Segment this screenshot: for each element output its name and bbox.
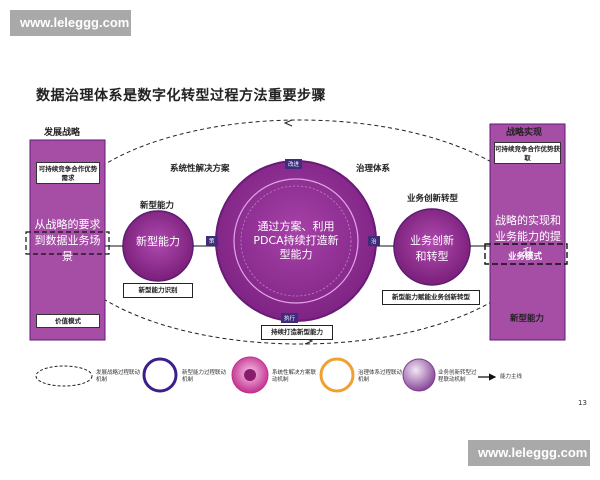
right-circle	[393, 208, 471, 286]
legend-text-2: 系统性解决方案联动机制	[272, 370, 317, 383]
right-panel-bottom-text: 新型能力	[510, 314, 545, 324]
orange-ring-icon	[319, 357, 355, 393]
center-box: 持续打造新型能力	[261, 325, 333, 340]
center-left-heading: 系统性解决方案	[170, 164, 230, 174]
page-title: 数据治理体系是数字化转型过程方法重要步骤	[36, 88, 326, 104]
center-right-heading: 治理体系	[356, 164, 391, 174]
right-panel-dashed-frame	[484, 243, 568, 265]
sphere-icon	[402, 358, 436, 392]
right-circle-box: 新型能力赋能业务创新转型	[382, 290, 480, 305]
dashed-ellipse-icon	[35, 365, 93, 387]
center-inner-ring	[233, 178, 359, 304]
left-panel-top-box: 可持续竞争合作优势需求	[36, 162, 100, 184]
left-panel-main-text: 从战略的要求到数据业务场景	[34, 218, 101, 263]
left-circle-heading: 新型能力	[140, 201, 175, 211]
center-bottom-tag: 执行	[281, 313, 299, 323]
left-panel-dashed-frame	[25, 231, 110, 255]
ring-icon	[142, 357, 178, 393]
center-top-tag: 改进	[285, 159, 303, 169]
watermark-bottom: www.leleggg.com	[468, 440, 590, 466]
legend-text-0: 发展战略过程联动机制	[96, 370, 141, 383]
left-panel-bottom-box: 价值模式	[36, 314, 100, 328]
left-circle-box: 新型能力识别	[123, 283, 193, 298]
legend-text-3: 治理体系过程联动机制	[358, 370, 403, 383]
right-circle-text: 业务创新和转型	[410, 234, 454, 263]
right-panel-heading: 战略实现	[506, 128, 543, 138]
right-panel-main-text: 战略的实现和业务能力的提升	[495, 214, 561, 259]
left-circle-text: 新型能力	[136, 235, 180, 248]
legend-text-5: 能力主线	[500, 374, 523, 380]
ellipse-arrow-top	[283, 119, 293, 127]
right-panel-mid-box: 业务模式	[508, 252, 543, 262]
right-panel-top-box: 可持续竞争合作优势获取	[494, 142, 561, 164]
legend-text-4: 业务创新转型过程联动机制	[438, 370, 477, 383]
center-left-tag: 策	[206, 236, 218, 246]
center-text: 通过方案、利用PDCA持续打造新型能力	[253, 220, 339, 261]
flower-center	[244, 369, 256, 381]
center-right-tag: 治	[368, 236, 380, 246]
page-number: 13	[578, 399, 587, 407]
legend-text-1: 新型能力过程联动机制	[182, 370, 227, 383]
center-inner-ring-2	[240, 185, 352, 297]
left-panel-heading: 发展战略	[44, 128, 81, 138]
right-circle-heading: 业务创新转型	[407, 194, 459, 204]
watermark-top: www.leleggg.com	[10, 10, 131, 36]
